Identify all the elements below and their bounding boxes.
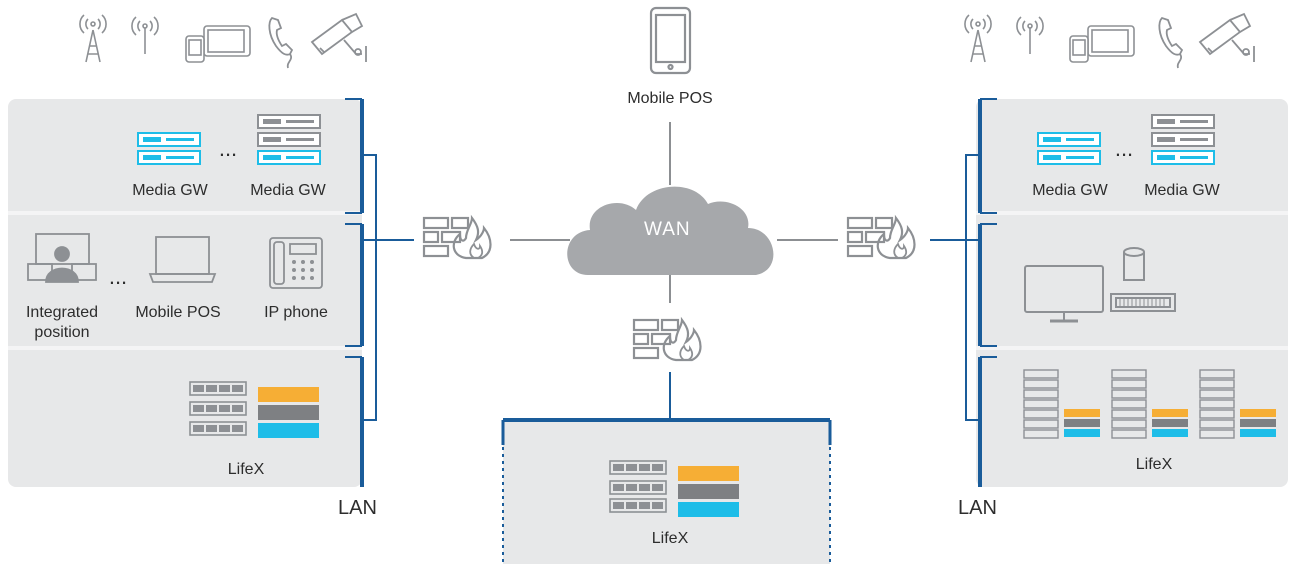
tablet-icon — [649, 6, 692, 75]
rack-server-icon — [1023, 369, 1100, 439]
left-mobile-pos-label: Mobile POS — [135, 304, 221, 321]
firewall-icon — [846, 216, 916, 260]
media-gw-icon — [257, 114, 321, 165]
right-lifex-label: LifeX — [1135, 456, 1173, 473]
left-media-gw-label-1: Media GW — [132, 182, 208, 199]
top-mobile-pos-label: Mobile POS — [627, 90, 713, 107]
mobile-tablet-icon — [1069, 25, 1135, 63]
keyboard-icon — [1110, 293, 1176, 312]
desk-phone-icon — [269, 237, 323, 289]
integrated-position-label-1: Integrated — [25, 304, 99, 321]
left-lifex-label: LifeX — [227, 461, 265, 478]
security-camera-icon — [1199, 13, 1255, 63]
laptop-icon — [148, 236, 217, 283]
telephone-handset-icon — [268, 17, 293, 69]
firewall-icon — [632, 318, 702, 362]
telephone-handset-icon — [1158, 17, 1183, 69]
rack-server-icon — [1199, 369, 1276, 439]
rack-server-icon — [1111, 369, 1188, 439]
firewall-icon — [422, 216, 492, 260]
desktop-user-icon — [27, 233, 97, 283]
middle-ellipsis: ... — [108, 264, 128, 289]
ip-phone-label: IP phone — [264, 304, 328, 321]
left-ellipsis: ... — [218, 136, 238, 161]
left-media-gw-label-2: Media GW — [250, 182, 326, 199]
antenna-icon — [131, 16, 159, 55]
security-camera-icon — [311, 13, 367, 63]
right-lan-label: LAN — [958, 497, 997, 519]
mobile-tablet-icon — [185, 25, 251, 63]
right-media-gw-label-1: Media GW — [1032, 182, 1108, 199]
media-gw-icon — [1151, 114, 1215, 165]
lifex-stack-icon — [678, 466, 739, 517]
integrated-position-label-2: position — [34, 324, 90, 341]
cloud-icon — [567, 186, 774, 275]
left-lan-label: LAN — [338, 497, 377, 519]
antenna-icon — [1016, 16, 1044, 55]
right-media-gw-label-2: Media GW — [1144, 182, 1220, 199]
monitor-icon — [1024, 265, 1104, 323]
lifex-stack-icon — [258, 387, 319, 438]
bottom-lifex-label: LifeX — [651, 530, 689, 547]
speaker-icon — [1123, 247, 1145, 281]
right-ellipsis: ... — [1114, 136, 1134, 161]
wan-label: WAN — [644, 219, 691, 240]
radio-tower-icon — [964, 14, 992, 63]
radio-tower-icon — [79, 14, 107, 63]
